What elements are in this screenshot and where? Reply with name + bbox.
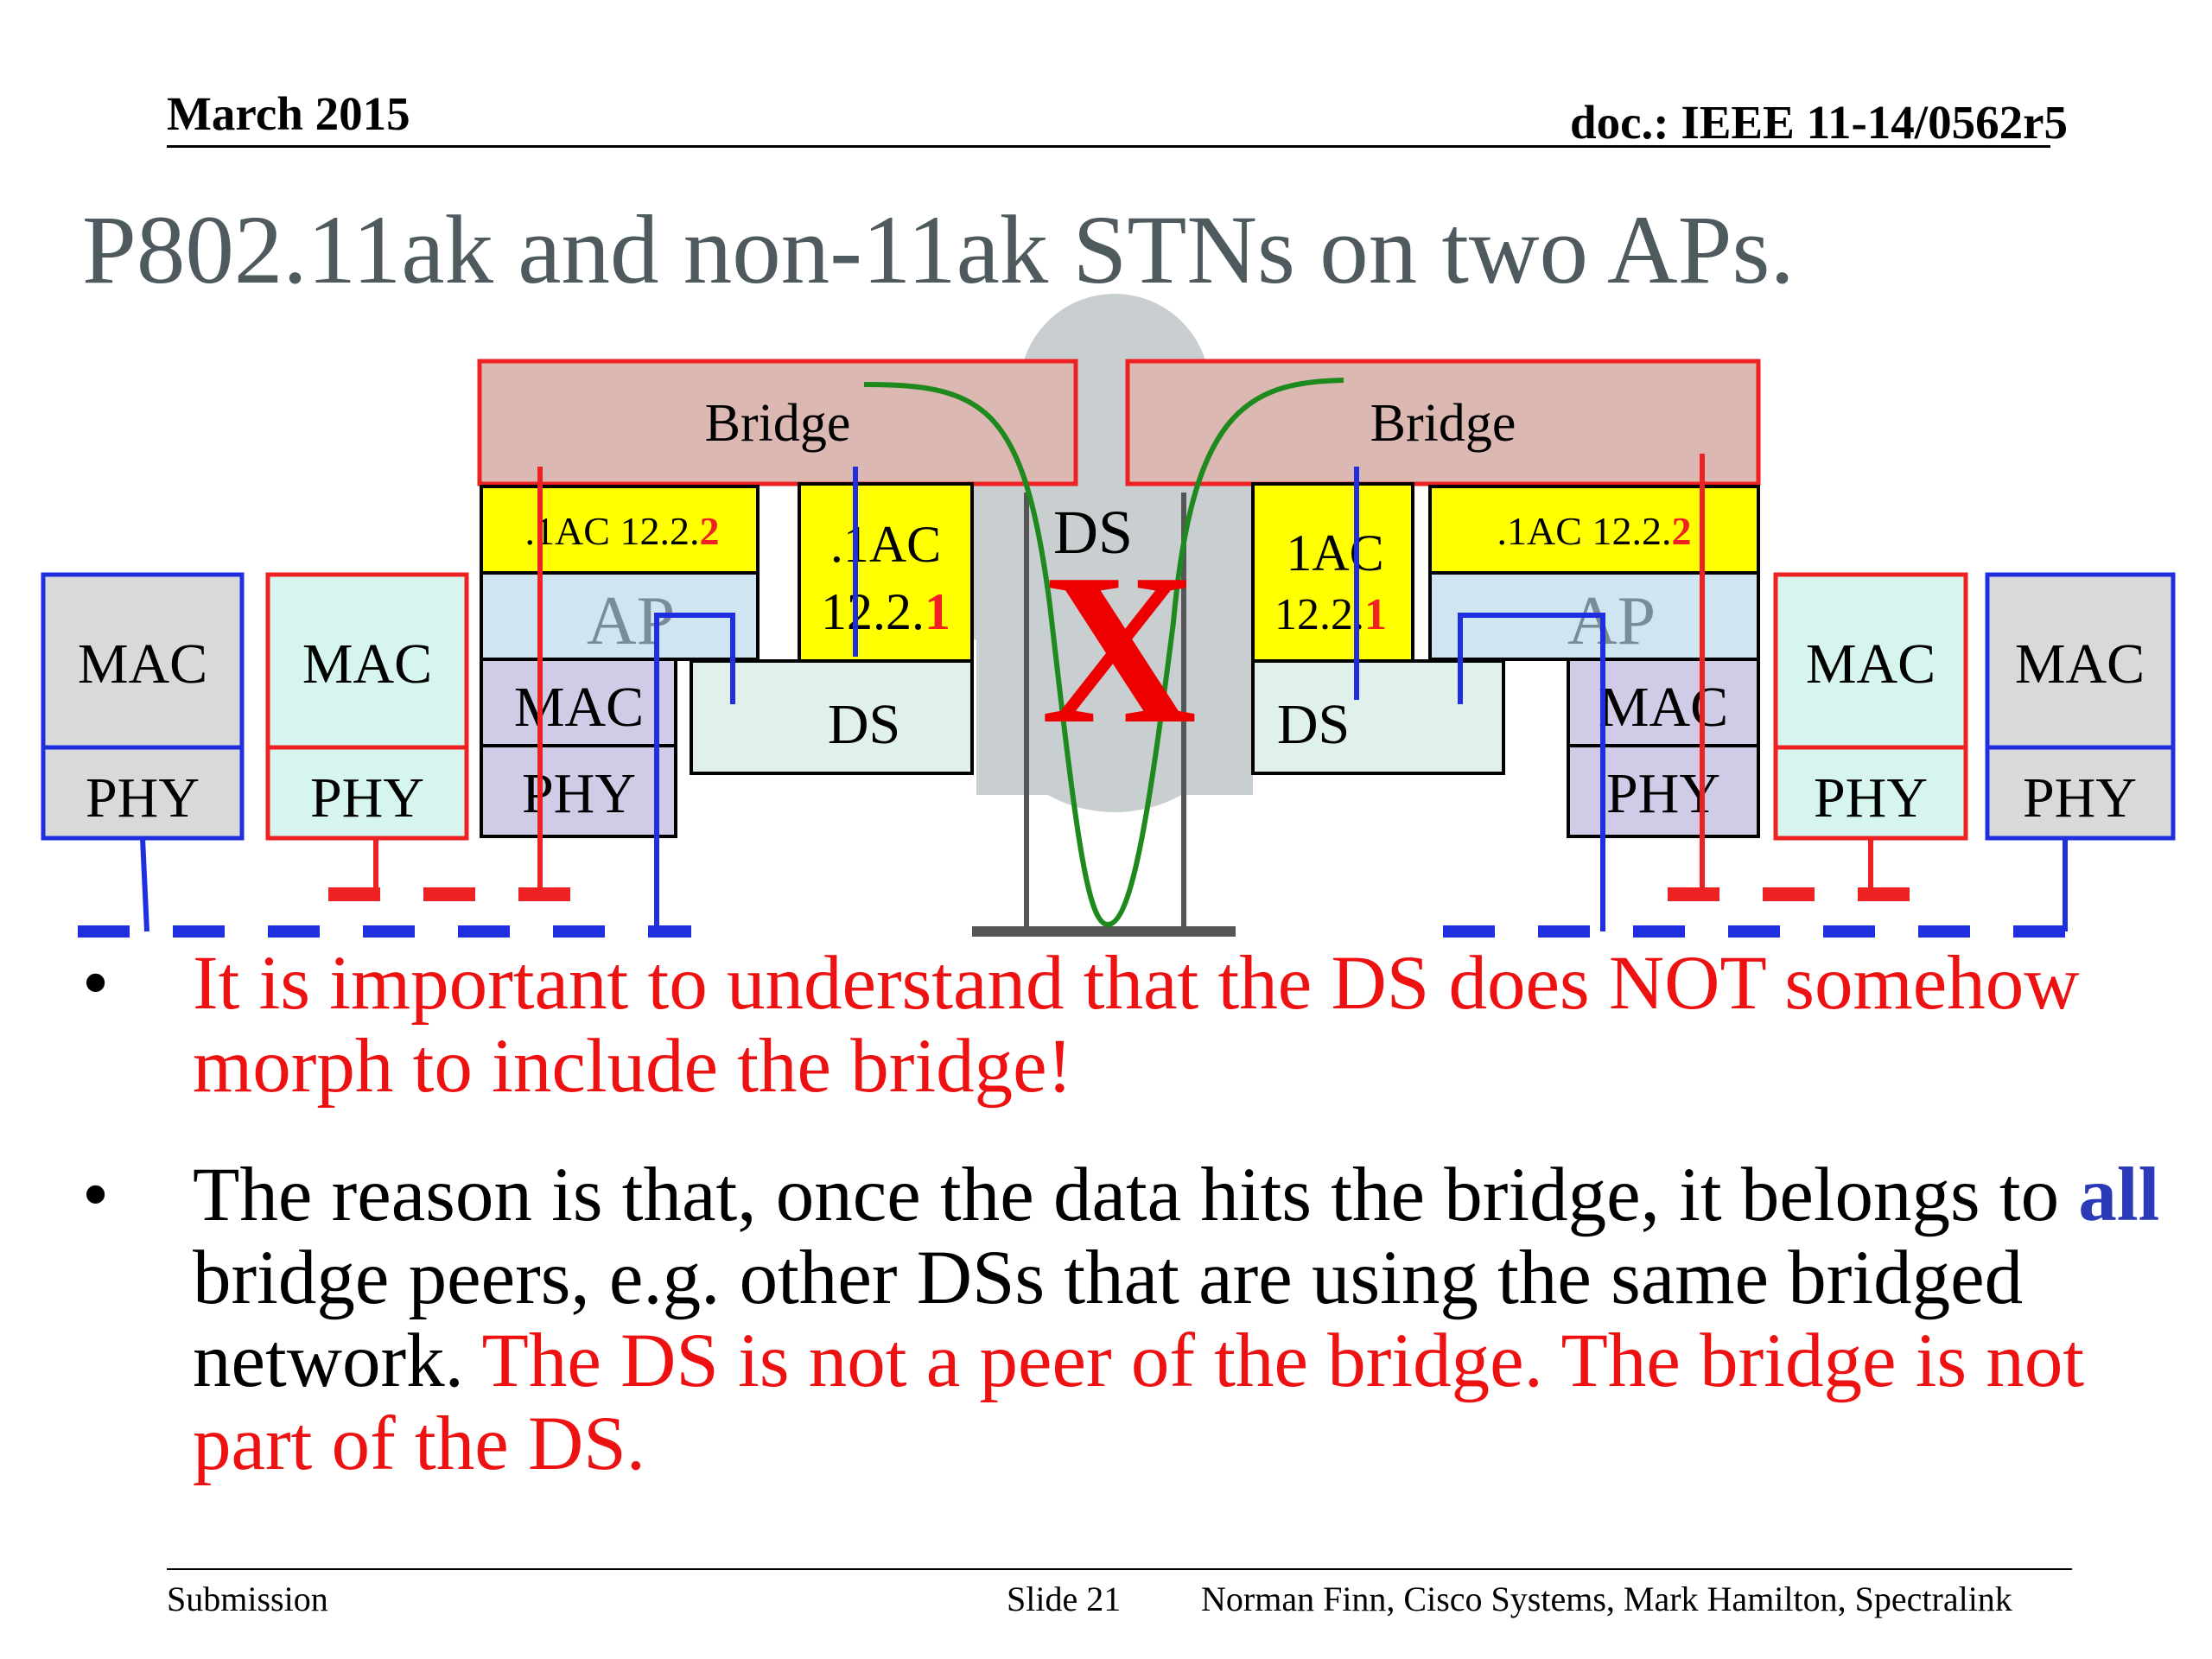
- footer-submission: Submission: [167, 1580, 328, 1618]
- header-doc-number: doc.: IEEE 11-14/0562r5: [1570, 96, 2068, 149]
- svg-text:.1AC 12.2.2: .1AC 12.2.2: [1497, 509, 1692, 553]
- left-red-mac-label: MAC: [302, 632, 432, 696]
- right-blue-phy-label: PHY: [2023, 766, 2137, 830]
- right-bridge-label: Bridge: [1370, 394, 1516, 453]
- left-bridge-box: [477, 359, 1078, 486]
- left-red-phy-box: [265, 745, 469, 841]
- red-vlan-paths: [373, 454, 1873, 894]
- bullet-2-text: The reason is that, once the data hits t…: [193, 1153, 2079, 1237]
- left-ds-box: [690, 659, 974, 775]
- right-ap-label: AP: [1567, 583, 1656, 659]
- cross-mark: X: [1041, 530, 1198, 769]
- left-ac-21-box: [798, 482, 974, 663]
- slide-title: P802.11ak and non-11ak STNs on two APs.: [82, 196, 1795, 304]
- footer-authors: Norman Finn, Cisco Systems, Mark Hamilto…: [1201, 1580, 2012, 1618]
- left-blue-phy-box: [41, 745, 245, 841]
- footer-rule: [167, 1568, 2072, 1570]
- left-ac-22-suffix: 2: [699, 509, 719, 553]
- bullet-2-text-cont: bridge peers, e.g. other DSs that are us…: [193, 1236, 2024, 1403]
- right-red-phy-label: PHY: [1814, 766, 1928, 830]
- left-blue-mac-box: [41, 572, 245, 750]
- left-ap-label: AP: [587, 583, 675, 659]
- bullet-2-emph: all: [2078, 1153, 2160, 1237]
- left-bridge-label: Bridge: [705, 394, 851, 453]
- left-ap-box: [480, 571, 760, 661]
- left-blue-phy-label: PHY: [86, 766, 200, 830]
- right-ds-label: DS: [1277, 693, 1350, 756]
- bullet-dot: •: [82, 941, 110, 1026]
- green-data-path: [863, 378, 1344, 928]
- right-blue-mac-box: [1985, 572, 2176, 750]
- network-diagram: DS Bridge Bridge .1AC 12.2.2 AP MAC PHY …: [41, 294, 2176, 938]
- ds-bus: [972, 493, 1236, 937]
- svg-text:12.2.1: 12.2.1: [821, 583, 950, 640]
- bullet-dot: •: [82, 1153, 110, 1237]
- left-ac-22-text: .1AC 12.2.: [525, 509, 700, 553]
- bullet-1-text: It is important to understand that the D…: [193, 941, 2080, 1109]
- left-ac-21-line1: .1AC: [830, 516, 941, 573]
- right-ac-22-text: .1AC 12.2.: [1497, 509, 1672, 553]
- right-red-mac-box: [1773, 572, 1968, 750]
- cloud-ds-label: DS: [1053, 498, 1133, 567]
- svg-text:12.2.1: 12.2.1: [1274, 590, 1387, 639]
- right-ac-21-box: [1251, 482, 1414, 663]
- right-ac-22-suffix: 2: [1671, 509, 1691, 553]
- right-blue-phy-box: [1985, 745, 2176, 841]
- bullet-2: • The reason is that, once the data hits…: [82, 1154, 2173, 1485]
- left-ds-label: DS: [828, 693, 900, 756]
- left-blue-mac-label: MAC: [78, 632, 207, 696]
- left-ac-21-suffix: 1: [925, 583, 950, 640]
- bullet-1: • It is important to understand that the…: [82, 942, 2173, 1108]
- left-red-phy-label: PHY: [310, 766, 424, 830]
- right-mac-label: MAC: [1599, 676, 1728, 739]
- left-mac-label: MAC: [514, 676, 644, 739]
- right-blue-mac-label: MAC: [2015, 632, 2145, 696]
- right-phy-box: [1567, 744, 1760, 838]
- bullet-2-red-text: The DS is not a peer of the bridge. The …: [193, 1319, 2085, 1486]
- left-red-mac-box: [265, 572, 469, 750]
- right-red-mac-label: MAC: [1806, 632, 1936, 696]
- right-ac-21-suffix: 1: [1364, 590, 1387, 639]
- left-ac-21-line2: 12.2.: [821, 583, 925, 640]
- left-phy-box: [480, 744, 677, 838]
- svg-text:.1AC 12.2.2: .1AC 12.2.2: [525, 509, 720, 553]
- header-rule: [167, 145, 2050, 148]
- right-ac-21-line1: 1AC: [1286, 524, 1383, 582]
- footer-slide-number: Slide 21: [1007, 1580, 1122, 1618]
- blue-vlan-paths: [140, 467, 2068, 932]
- header-date: March 2015: [167, 87, 410, 140]
- right-ac-21-line2: 12.2.: [1274, 590, 1364, 639]
